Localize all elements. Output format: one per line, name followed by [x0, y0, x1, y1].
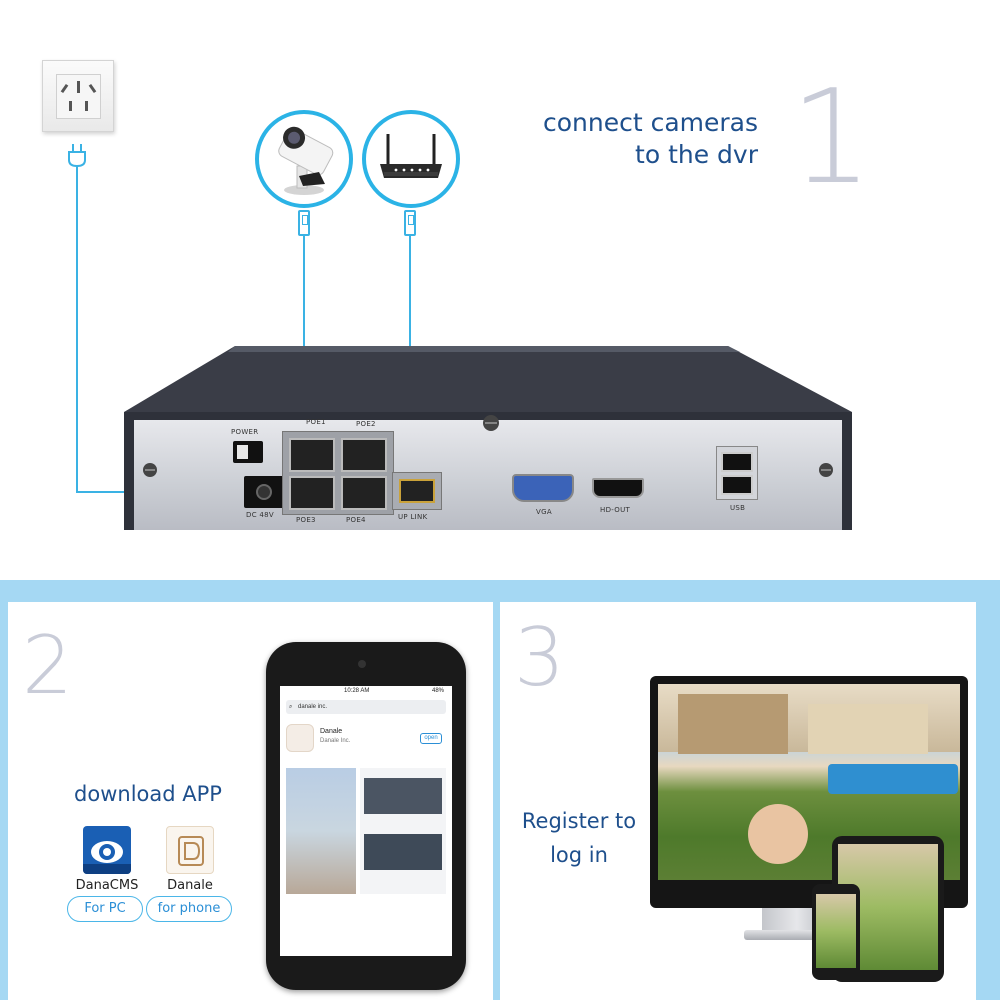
usb-ports[interactable] — [716, 446, 758, 500]
mobile-phone — [812, 884, 860, 980]
usb-label: USB — [730, 504, 746, 512]
status-bar: 10:28 AM 48% — [280, 686, 452, 698]
search-query: danale inc. — [298, 704, 328, 710]
poe-port-block — [282, 431, 394, 515]
danale-logo-icon — [166, 826, 214, 874]
step1-number: 1 — [790, 61, 873, 213]
app-screenshot — [360, 768, 446, 894]
step2-panel: 2 download APP DanaCMS Danale — [8, 602, 493, 1000]
step1-headline-line2: to the dvr — [635, 140, 758, 169]
result-app-developer: Danale Inc. — [320, 738, 351, 744]
poe2-port[interactable] — [341, 438, 387, 472]
hdout-label: HD-OUT — [600, 506, 631, 514]
step3-panel: 3 Register to log in — [500, 602, 976, 1000]
app-store-search[interactable]: ⌕ danale inc. — [286, 700, 446, 714]
step3-number: 3 — [514, 611, 565, 704]
poe4-port[interactable] — [341, 476, 387, 510]
wall-socket-icon — [42, 60, 114, 132]
poe4-label: POE4 — [346, 516, 366, 524]
phone-screen: 10:28 AM 48% ⌕ danale inc. Danale Danale… — [280, 686, 452, 956]
poe3-port[interactable] — [289, 476, 335, 510]
front-camera-icon — [358, 660, 366, 668]
poe1-label: POE1 — [306, 418, 326, 426]
status-time: 10:28 AM — [344, 688, 370, 694]
hdmi-port[interactable] — [592, 478, 644, 498]
step1-headline: connect cameras to the dvr — [543, 107, 758, 171]
open-button[interactable]: open — [420, 733, 442, 744]
router-icon — [362, 110, 460, 208]
for-pc-button[interactable]: For PC — [67, 896, 143, 922]
camera-network-cable — [303, 236, 305, 414]
search-icon: ⌕ — [289, 704, 293, 710]
setup-steps-2-3: 2 download APP DanaCMS Danale — [0, 580, 1000, 1000]
nvr-device: POWER DC 48V POE1 POE2 POE3 POE4 — [120, 340, 855, 555]
danacms-name: DanaCMS — [75, 878, 139, 893]
rj45-plug-icon — [298, 210, 310, 236]
desktop-monitor — [650, 676, 968, 908]
danale-name: Danale — [167, 878, 213, 893]
ip-camera-icon — [255, 110, 353, 208]
step1-headline-line1: connect cameras — [542, 108, 758, 137]
poe2-label: POE2 — [356, 420, 376, 428]
monitor-base — [744, 930, 854, 940]
power-plug-icon — [68, 144, 86, 176]
setup-step-1: POWER DC 48V POE1 POE2 POE3 POE4 — [42, 60, 873, 555]
router-network-cable — [409, 236, 411, 442]
smartphone: 10:28 AM 48% ⌕ danale inc. Danale Danale… — [266, 642, 466, 990]
register-text: Register to log in — [518, 804, 640, 872]
register-line2: log in — [550, 843, 608, 867]
danacms-eye-icon — [83, 826, 131, 874]
for-phone-button[interactable]: for phone — [146, 896, 232, 922]
dc-power-jack[interactable] — [244, 476, 284, 508]
register-line1: Register to — [521, 809, 637, 833]
power-cable — [76, 175, 78, 493]
dc-label: DC 48V — [246, 511, 274, 519]
app-screenshot — [286, 768, 356, 894]
poe1-port[interactable] — [289, 438, 335, 472]
power-label: POWER — [231, 428, 259, 436]
poe3-label: POE3 — [296, 516, 316, 524]
status-battery: 48% — [431, 688, 444, 694]
uplink-label: UP LINK — [398, 513, 428, 521]
vga-port[interactable] — [512, 474, 574, 502]
danale-app[interactable]: Danale — [148, 826, 232, 893]
rj45-plug-icon — [404, 210, 416, 236]
uplink-port[interactable] — [392, 472, 442, 510]
vga-label: VGA — [536, 508, 552, 516]
mobile-phone-screen — [816, 894, 856, 968]
danacms-app[interactable]: DanaCMS — [65, 826, 149, 893]
power-switch[interactable] — [233, 441, 263, 463]
step2-number: 2 — [22, 619, 73, 712]
result-app-title: Danale — [320, 728, 343, 735]
download-app-title: download APP — [74, 782, 222, 806]
danale-logo-icon — [286, 724, 314, 752]
app-result-row[interactable]: Danale Danale Inc. open — [286, 724, 446, 760]
